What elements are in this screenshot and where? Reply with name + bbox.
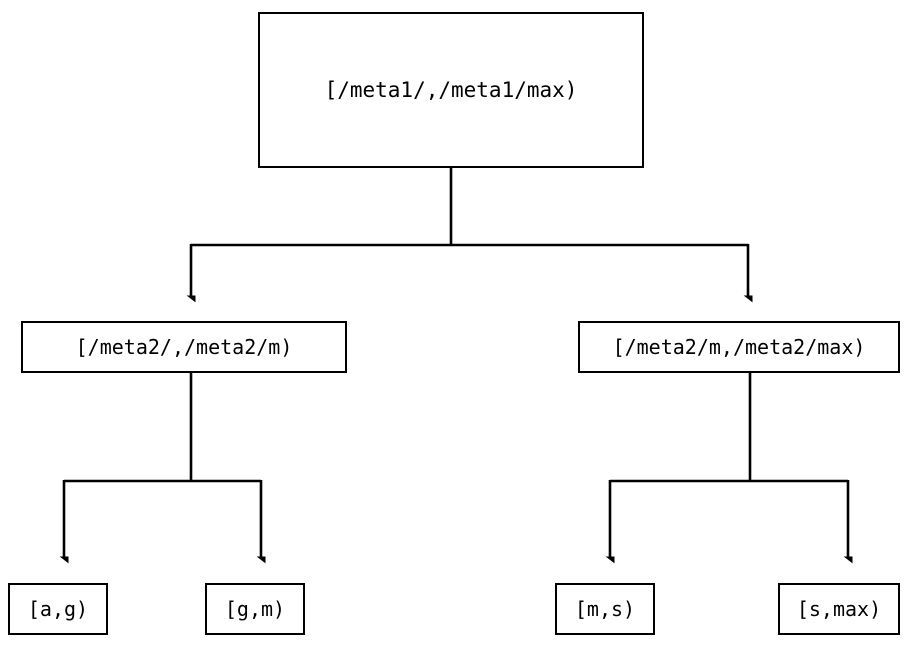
node-mid-right[interactable]: [/meta2/m,/meta2/max) — [578, 321, 900, 373]
node-leaf-g-m-label: [g,m) — [224, 597, 286, 621]
node-leaf-s-max-label: [s,max) — [796, 597, 882, 621]
node-mid-left-label: [/meta2/,/meta2/m) — [75, 335, 293, 359]
node-leaf-m-s-label: [m,s) — [574, 597, 636, 621]
node-leaf-s-max[interactable]: [s,max) — [778, 583, 900, 635]
node-leaf-g-m[interactable]: [g,m) — [205, 583, 305, 635]
node-mid-right-label: [/meta2/m,/meta2/max) — [612, 335, 866, 359]
node-leaf-a-g[interactable]: [a,g) — [8, 583, 108, 635]
node-leaf-m-s[interactable]: [m,s) — [555, 583, 655, 635]
node-root-label: [/meta1/,/meta1/max) — [324, 77, 578, 102]
node-root[interactable]: [/meta1/,/meta1/max) — [258, 12, 644, 168]
node-mid-left[interactable]: [/meta2/,/meta2/m) — [21, 321, 347, 373]
node-leaf-a-g-label: [a,g) — [27, 597, 89, 621]
